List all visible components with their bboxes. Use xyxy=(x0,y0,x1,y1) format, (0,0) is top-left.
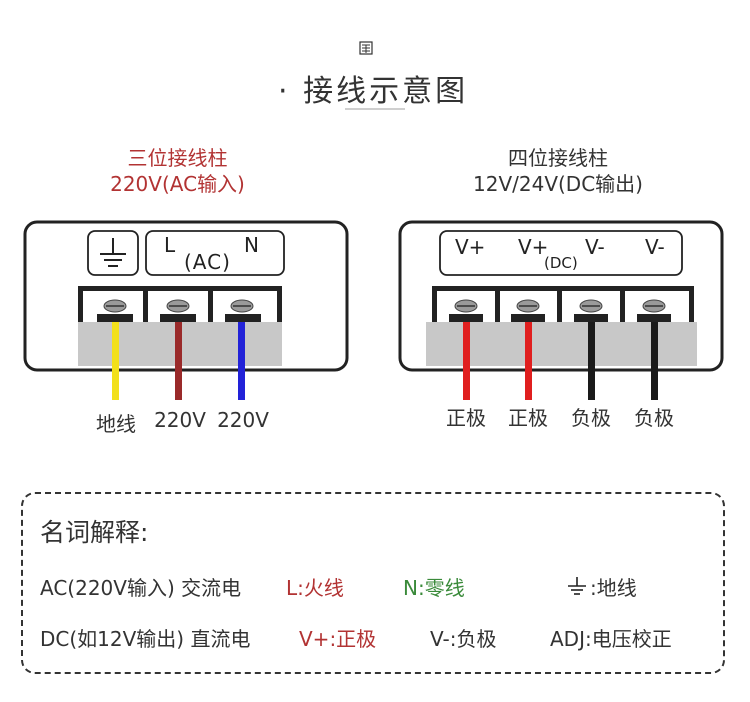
left-label-L: L xyxy=(164,233,176,257)
right-label-dc: (DC) xyxy=(544,254,578,272)
legend-vminus-text: V-:负极 xyxy=(430,627,497,651)
left-wire-label-L: 220V xyxy=(154,408,206,432)
left-label-AC: (AC) xyxy=(184,250,231,274)
left-screw-2 xyxy=(166,299,190,313)
document-icon xyxy=(359,41,373,55)
left-wire-label-N: 220V xyxy=(217,408,269,432)
left-title-line1: 三位接线柱 xyxy=(127,146,228,170)
left-screw-3 xyxy=(230,299,254,313)
left-wire-N xyxy=(238,322,245,400)
left-section-title: 三位接线柱 220V(AC输入) xyxy=(75,145,280,197)
legend-adj-text: ADJ:电压校正 xyxy=(550,627,672,651)
left-screw-1 xyxy=(103,299,127,313)
legend-l-text: L:火线 xyxy=(286,576,344,600)
right-wire-1 xyxy=(463,322,470,400)
right-wire-4 xyxy=(651,322,658,400)
legend-ac-text: AC(220V输入) 交流电 xyxy=(40,576,242,600)
left-wire-ground xyxy=(112,322,119,400)
legend-box xyxy=(21,492,725,674)
right-section-title: 四位接线柱 12V/24V(DC输出) xyxy=(448,145,668,197)
left-label-N: N xyxy=(244,233,259,257)
right-screw-1 xyxy=(454,299,478,313)
title-underline xyxy=(345,108,405,110)
right-label-box xyxy=(439,230,683,276)
right-wire-label-2: 正极 xyxy=(508,406,548,430)
legend-ground-text: :地线 xyxy=(590,576,637,600)
right-label-vplus-2: V+ xyxy=(518,235,549,259)
right-label-vplus-1: V+ xyxy=(455,235,486,259)
left-wire-L xyxy=(175,322,182,400)
right-label-vminus-1: V- xyxy=(585,235,605,259)
left-title-line2: 220V(AC输入) xyxy=(110,172,245,196)
right-screw-3 xyxy=(579,299,603,313)
left-wire-label-ground: 地线 xyxy=(96,412,136,436)
right-wire-3 xyxy=(588,322,595,400)
page-title: · 接线示意图 xyxy=(278,74,469,109)
right-wire-label-1: 正极 xyxy=(446,406,486,430)
legend-title: 名词解释: xyxy=(40,518,149,547)
legend-ground-icon xyxy=(568,577,586,595)
right-title-line1: 四位接线柱 xyxy=(508,146,608,170)
legend-n-text: N:零线 xyxy=(403,576,465,600)
wiring-diagram xyxy=(23,220,724,400)
left-lacn-box xyxy=(145,230,285,276)
right-wire-label-3: 负极 xyxy=(571,406,611,430)
right-screw-4 xyxy=(642,299,666,313)
legend-dc-text: DC(如12V输出) 直流电 xyxy=(40,627,251,651)
right-wire-2 xyxy=(525,322,532,400)
right-title-line2: 12V/24V(DC输出) xyxy=(473,172,643,196)
right-wire-label-4: 负极 xyxy=(634,406,674,430)
right-screw-2 xyxy=(516,299,540,313)
legend-vplus-text: V+:正极 xyxy=(299,627,377,651)
left-ground-icon xyxy=(100,238,126,267)
right-label-vminus-2: V- xyxy=(645,235,665,259)
